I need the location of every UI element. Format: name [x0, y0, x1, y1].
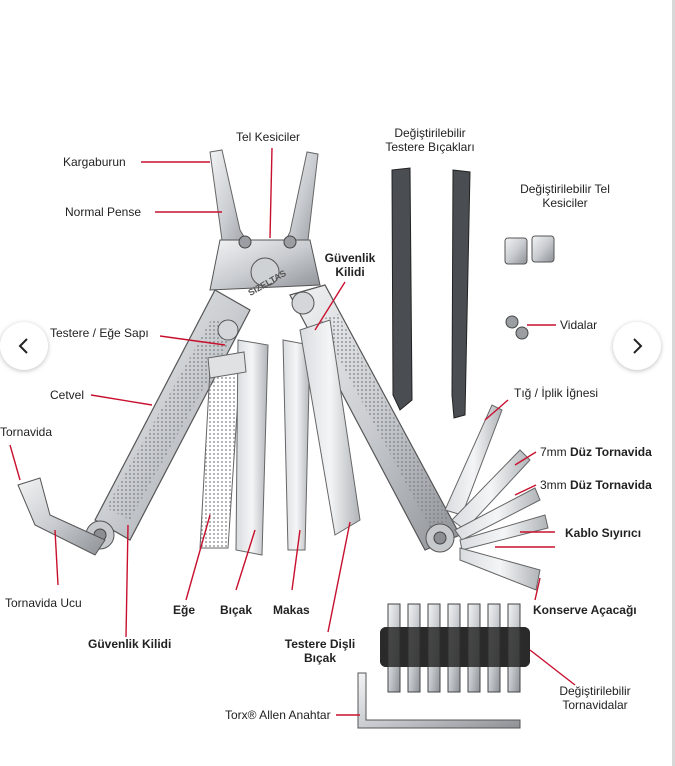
- leader-guvenlik-kilidi-bottom: [125, 524, 129, 638]
- label-tornavida: Tornavida: [0, 425, 53, 439]
- leader-7mm: [514, 451, 537, 466]
- label-makas: Makas: [273, 603, 310, 617]
- chevron-right-icon: [633, 338, 643, 354]
- leader-tel-kesiciler: [269, 147, 273, 239]
- label-guvenlik-kilidi-bottom: Güvenlik Kilidi: [88, 637, 172, 651]
- label-degistirilebilir-tel-line2: Kesiciler: [542, 196, 588, 210]
- label-vidalar: Vidalar: [560, 318, 598, 332]
- leader-makas: [291, 529, 301, 591]
- leader-cetvel: [90, 394, 153, 406]
- leader-testere-disli: [327, 521, 351, 633]
- saw-blades: [391, 167, 471, 419]
- leader-konserve: [534, 577, 541, 601]
- label-tel-kesiciler: Tel Kesiciler: [236, 130, 301, 144]
- leader-tornavida: [9, 444, 21, 481]
- label-3mm-duz-tornavida: 3mm Düz Tornavida: [540, 478, 652, 492]
- label-degistirilebilir-tornavidalar: Değiştirilebilir Tornavidalar: [545, 684, 645, 712]
- leader-tornavida-ucu: [54, 529, 59, 586]
- label-3mm-prefix: 3mm: [540, 478, 570, 492]
- label-7mm-bold: Düz Tornavida: [570, 445, 652, 459]
- screws: [505, 315, 529, 340]
- label-degistirilebilir-testere: Değiştirilebilir Testere Bıçakları: [380, 126, 480, 154]
- label-degistirilebilir-testere-line1: Değiştirilebilir: [394, 126, 466, 140]
- label-torx-allen-anahtar: Torx® Allen Anahtar: [225, 708, 331, 722]
- label-kargaburun: Kargaburun: [63, 155, 126, 169]
- leader-guvenlik-kilidi-top: [314, 281, 346, 331]
- leader-3mm: [514, 484, 537, 496]
- bit-holder: [380, 603, 530, 693]
- leader-bicak: [235, 529, 256, 591]
- label-ege: Eğe: [173, 603, 196, 617]
- leader-degistirilebilir-tornavida: [529, 649, 576, 686]
- label-degistirilebilir-tornavida-line1: Değiştirilebilir: [559, 684, 631, 698]
- leader-testere-ege-sapi: [159, 335, 226, 346]
- prev-button[interactable]: [0, 322, 48, 370]
- right-fan-tools: [444, 404, 549, 591]
- label-tig-iplik-ignesi: Tığ / İplik İğnesi: [514, 386, 599, 400]
- allen-key: [357, 672, 521, 729]
- center-tools: [199, 319, 361, 556]
- label-testere-disli-line1: Testere Dişli: [284, 637, 356, 651]
- label-3mm-bold: Düz Tornavida: [570, 478, 652, 492]
- label-testere-disli-bicak: Testere Dişli Bıçak: [270, 637, 370, 665]
- label-cetvel: Cetvel: [50, 388, 85, 402]
- label-degistirilebilir-tel-kesiciler: Değiştirilebilir Tel Kesiciler: [505, 182, 625, 210]
- label-bicak: Bıçak: [220, 603, 253, 617]
- label-testere-disli-line2: Bıçak: [303, 651, 337, 665]
- right-scroll-edge: [672, 0, 675, 766]
- label-guvenlik-kilidi-top-line2: Kilidi: [335, 265, 365, 279]
- next-button[interactable]: [613, 322, 661, 370]
- label-konserve-acacagi: Konserve Açacağı: [533, 603, 637, 617]
- left-handle: [17, 289, 251, 556]
- leader-tig: [484, 399, 509, 421]
- leader-ege: [185, 514, 211, 601]
- label-guvenlik-kilidi-top: Güvenlik Kilidi: [318, 251, 382, 279]
- pliers-head: [209, 149, 321, 291]
- label-guvenlik-kilidi-top-line1: Güvenlik: [324, 251, 376, 265]
- label-degistirilebilir-testere-line2: Testere Bıçakları: [385, 140, 475, 154]
- chevron-left-icon: [18, 338, 28, 354]
- label-degistirilebilir-tornavida-line2: Tornavidalar: [562, 698, 628, 712]
- label-normal-pense: Normal Pense: [65, 205, 142, 219]
- label-7mm-prefix: 7mm: [540, 445, 570, 459]
- label-7mm-duz-tornavida: 7mm Düz Tornavida: [540, 445, 652, 459]
- label-kablo-siyirici: Kablo Sıyırıcı: [565, 526, 642, 540]
- leader-lines: [9, 147, 576, 716]
- label-degistirilebilir-tel-line1: Değiştirilebilir Tel: [520, 182, 610, 196]
- label-tornavida-ucu: Tornavida Ucu: [5, 596, 82, 610]
- wire-cutter-inserts: [504, 235, 555, 265]
- label-testere-ege-sapi: Testere / Eğe Sapı: [50, 326, 149, 340]
